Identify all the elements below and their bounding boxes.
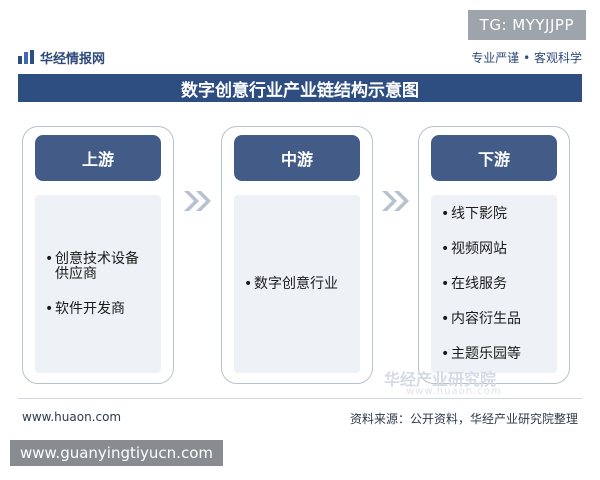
column-body-downstream: 线下影院 视频网站 在线服务 内容衍生品 主题乐园等 [431, 195, 557, 373]
column-heading-downstream: 下游 [431, 135, 557, 181]
column-heading-midstream: 中游 [234, 135, 360, 181]
list-item: 线下影院 [441, 206, 547, 222]
list-item: 主题乐园等 [441, 346, 547, 362]
list-item: 数字创意行业 [244, 276, 350, 292]
brand: 华经情报网 [18, 48, 105, 67]
header: 华经情报网 专业严谨 • 客观科学 [18, 46, 582, 68]
tag-overlay: TG: MYYJJPP [467, 10, 586, 40]
double-chevron-right-icon [378, 186, 414, 216]
column-body-midstream: 数字创意行业 [234, 195, 360, 373]
column-downstream: 下游 线下影院 视频网站 在线服务 内容衍生品 主题乐园等 [418, 126, 570, 384]
diagram-card: 华经情报网 专业严谨 • 客观科学 数字创意行业产业链结构示意图 上游 创意技术… [14, 40, 586, 440]
column-midstream: 中游 数字创意行业 [221, 126, 373, 384]
list-item: 软件开发商 [45, 301, 151, 317]
footer-site: www.huaon.com [22, 410, 122, 424]
double-chevron-right-icon [180, 186, 216, 216]
column-body-upstream: 创意技术设备供应商 软件开发商 [35, 195, 161, 373]
column-heading-upstream: 上游 [35, 135, 161, 181]
list-item: 视频网站 [441, 241, 547, 257]
list-item: 创意技术设备供应商 [45, 251, 151, 282]
watermark-site: www.huaon.com [406, 386, 502, 397]
column-upstream: 上游 创意技术设备供应商 软件开发商 [22, 126, 174, 384]
watermark: 华经产业研究院 [384, 370, 497, 389]
diagram-title: 数字创意行业产业链结构示意图 [18, 74, 582, 102]
list-item: 在线服务 [441, 276, 547, 292]
footer-source: 资料来源：公开资料，华经产业研究院整理 [349, 412, 578, 426]
footer-divider [18, 398, 582, 399]
slogan: 专业严谨 • 客观科学 [471, 50, 582, 65]
brand-logo-icon [18, 50, 34, 64]
list-item: 内容衍生品 [441, 311, 547, 327]
brand-name: 华经情报网 [40, 51, 106, 67]
url-overlay: www.guanyingtiyucn.com [10, 440, 223, 466]
